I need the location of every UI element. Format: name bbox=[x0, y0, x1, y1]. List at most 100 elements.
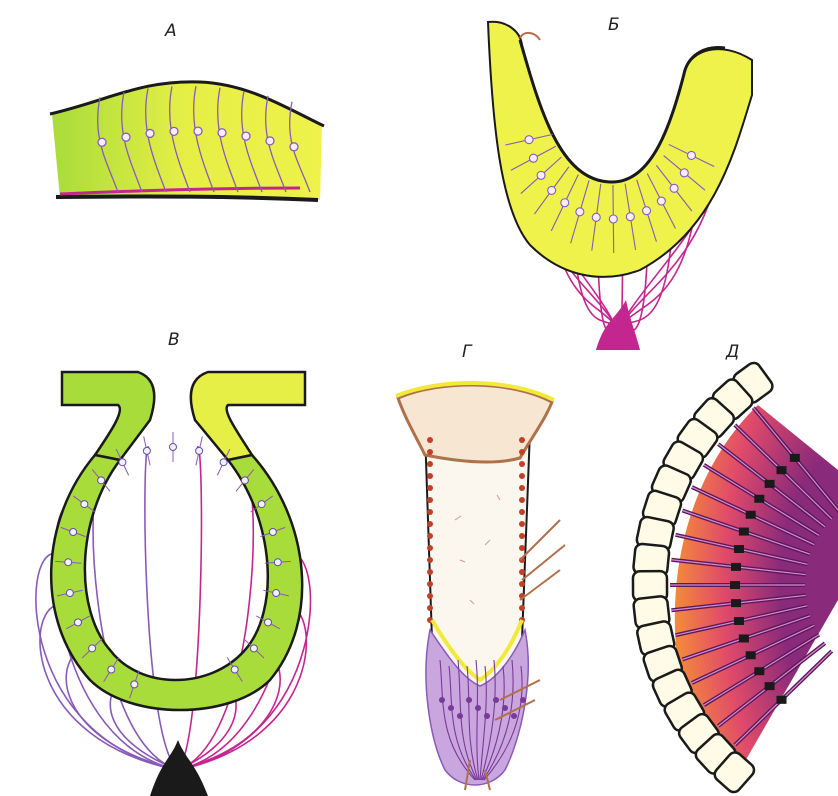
cell-nucleus bbox=[146, 129, 154, 137]
wall-cell-dot bbox=[427, 449, 433, 455]
cell-nucleus bbox=[98, 138, 106, 146]
cell-nucleus bbox=[218, 129, 226, 137]
wall-cell-dot bbox=[519, 581, 525, 587]
cell-nucleus bbox=[476, 706, 481, 711]
cell-nucleus bbox=[119, 459, 126, 466]
panel-v: В bbox=[36, 330, 311, 796]
rod-nucleus bbox=[731, 563, 741, 571]
wall-cell-dot bbox=[427, 485, 433, 491]
cell-nucleus bbox=[657, 197, 665, 205]
cell-nucleus bbox=[196, 447, 203, 454]
rod-nucleus bbox=[777, 466, 787, 474]
cell-nucleus bbox=[609, 215, 617, 223]
wall-cell-dot bbox=[427, 473, 433, 479]
wall-cell-dot bbox=[427, 593, 433, 599]
panel-d: Д bbox=[633, 342, 838, 795]
cell-nucleus bbox=[680, 169, 688, 177]
wall-cell-dot bbox=[519, 461, 525, 467]
cell-nucleus bbox=[194, 127, 202, 135]
rod-nucleus bbox=[739, 528, 749, 536]
cell-nucleus bbox=[440, 698, 445, 703]
wall-cell-dot bbox=[427, 437, 433, 443]
wall-cell-dot bbox=[519, 509, 525, 515]
wall-cell-dot bbox=[519, 569, 525, 575]
panel-label-a: А bbox=[164, 21, 177, 41]
cell-nucleus bbox=[74, 619, 81, 626]
wall-cell-dot bbox=[427, 557, 433, 563]
rod-nucleus bbox=[754, 667, 764, 675]
cell-nucleus bbox=[220, 459, 227, 466]
cell-nucleus bbox=[131, 681, 138, 688]
nerve-fiber bbox=[178, 447, 201, 770]
panel-v-nerve-stem bbox=[150, 740, 208, 796]
wall-cell-dot bbox=[427, 521, 433, 527]
cell-nucleus bbox=[258, 501, 265, 508]
wall-cell-dot bbox=[519, 449, 525, 455]
cell-nucleus bbox=[494, 698, 499, 703]
cell-nucleus bbox=[89, 645, 96, 652]
cell-nucleus bbox=[687, 151, 695, 159]
cell-nucleus bbox=[449, 706, 454, 711]
wall-cell-dot bbox=[519, 497, 525, 503]
cell-nucleus bbox=[242, 132, 250, 140]
panel-a-basal-line bbox=[56, 196, 318, 200]
panel-v-right-flap bbox=[191, 372, 305, 460]
cell-nucleus bbox=[269, 528, 276, 535]
wall-cell-dot bbox=[519, 473, 525, 479]
rod-nucleus bbox=[754, 495, 764, 503]
cell-nucleus bbox=[626, 213, 634, 221]
cell-nucleus bbox=[231, 666, 238, 673]
cell-nucleus bbox=[66, 590, 73, 597]
rod-nucleus bbox=[765, 480, 775, 488]
wall-cell-dot bbox=[427, 533, 433, 539]
wall-cell-dot bbox=[427, 569, 433, 575]
cell-nucleus bbox=[250, 645, 257, 652]
rod-nucleus bbox=[746, 511, 756, 519]
cell-nucleus bbox=[266, 137, 274, 145]
cell-nucleus bbox=[503, 706, 508, 711]
panel-g: Г bbox=[396, 342, 565, 790]
cell-nucleus bbox=[525, 136, 533, 144]
wall-cell-dot bbox=[427, 497, 433, 503]
cell-nucleus bbox=[170, 444, 177, 451]
wall-cell-dot bbox=[427, 605, 433, 611]
wall-cell-dot bbox=[427, 509, 433, 515]
cell-nucleus bbox=[592, 213, 600, 221]
cell-nucleus bbox=[122, 133, 130, 141]
rod-nucleus bbox=[730, 581, 740, 589]
cell-nucleus bbox=[98, 477, 105, 484]
cell-nucleus bbox=[70, 528, 77, 535]
panel-v-left-flap bbox=[62, 372, 154, 460]
cell-nucleus bbox=[537, 171, 545, 179]
cell-nucleus bbox=[274, 559, 281, 566]
rod-nucleus bbox=[734, 617, 744, 625]
cell-nucleus bbox=[467, 698, 472, 703]
rod-nucleus bbox=[765, 682, 775, 690]
cell-nucleus bbox=[485, 714, 490, 719]
wall-cell-dot bbox=[427, 545, 433, 551]
panel-label-d: Д bbox=[725, 342, 739, 362]
cell-nucleus bbox=[561, 199, 569, 207]
cell-nucleus bbox=[512, 714, 517, 719]
cell-nucleus bbox=[529, 154, 537, 162]
rod-nucleus bbox=[790, 454, 800, 462]
cell-nucleus bbox=[290, 143, 298, 151]
cell-nucleus bbox=[108, 666, 115, 673]
wall-cell-dot bbox=[519, 533, 525, 539]
panel-b-surface-membrane bbox=[520, 33, 540, 40]
cell-nucleus bbox=[576, 208, 584, 216]
cell-nucleus bbox=[170, 127, 178, 135]
cell-nucleus bbox=[65, 559, 72, 566]
wall-cell-dot bbox=[519, 437, 525, 443]
wall-cell-dot bbox=[519, 485, 525, 491]
cell-nucleus bbox=[548, 186, 556, 194]
cell-nucleus bbox=[670, 184, 678, 192]
panel-a: А bbox=[50, 21, 324, 200]
rod-nucleus bbox=[777, 696, 787, 704]
cell-nucleus bbox=[521, 698, 526, 703]
panel-label-b: Б bbox=[608, 15, 620, 35]
cell-nucleus bbox=[273, 590, 280, 597]
rod-nucleus bbox=[734, 545, 744, 553]
wall-cell-dot bbox=[427, 581, 433, 587]
